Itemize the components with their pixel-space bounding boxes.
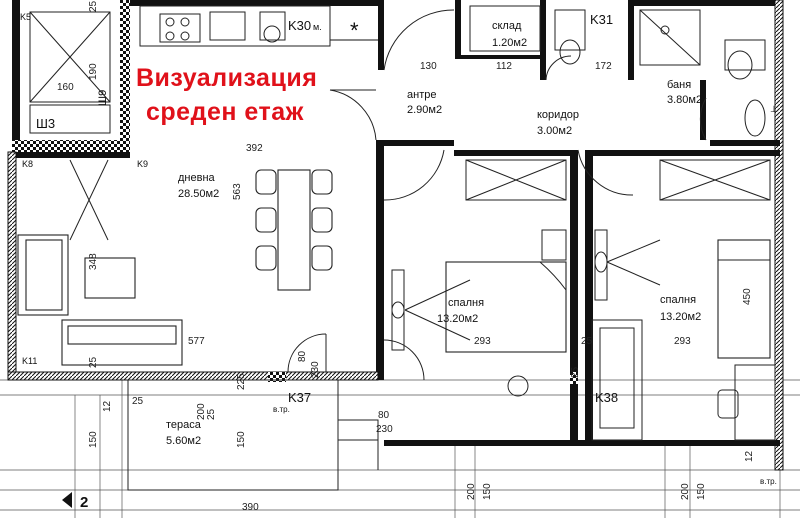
dim-80-door: 80 (297, 350, 308, 362)
tag-sh9: Ш9 (97, 90, 109, 106)
room-bedroom1-area: 13.20м2 (437, 313, 478, 325)
section-marker (62, 492, 72, 508)
room-corridor-area: 3.00м2 (537, 125, 572, 137)
dim-230-door: 230 (310, 361, 321, 378)
dim-130: 130 (420, 61, 437, 72)
dim-293-bedroom2: 293 (674, 336, 691, 347)
tag-k37: K37 (288, 390, 311, 405)
dim-190: 190 (88, 63, 99, 80)
dim-25-terrace: 25 (132, 396, 144, 407)
dim-150-bottom-right: 150 (696, 483, 707, 500)
room-storage-name: склад (492, 20, 522, 32)
dim-200-terrace: 200 (196, 403, 207, 420)
dim-25-k38: 25 (570, 366, 581, 378)
tag-vtr1: в.тр. (273, 405, 290, 414)
terrace-outline (127, 379, 379, 491)
star-icon: * (350, 18, 359, 43)
dim-25-living: 25 (88, 356, 99, 368)
headline-line1: Визуализация (136, 64, 317, 92)
dim-150-terrace: 150 (236, 431, 247, 448)
dim-225: 225 (236, 373, 247, 390)
room-living-area: 28.50м2 (178, 188, 219, 200)
tag-k31: K31 (590, 12, 613, 27)
room-bathroom-area: 3.80м2 (667, 94, 702, 106)
room-corridor-name: коридор (537, 109, 579, 121)
storage-fixtures (469, 5, 586, 81)
dim-392: 392 (246, 143, 263, 154)
dim-12-left: 12 (102, 400, 113, 412)
dim-112: 112 (496, 61, 512, 72)
tag-sh3: Ш3 (36, 116, 55, 131)
room-living-name: дневна (178, 172, 216, 184)
room-storage-area: 1.20м2 (492, 37, 527, 49)
dim-200-bottom-mid: 200 (466, 483, 477, 500)
living-sofas (17, 155, 183, 366)
room-bedroom1-name: спалня (448, 297, 484, 309)
room-bedroom2-area: 13.20м2 (660, 311, 701, 323)
dim-25-terrace-inner: 25 (206, 408, 217, 420)
entrance-door (329, 9, 455, 141)
bedroom2-furniture (570, 159, 776, 441)
dim-172: 172 (595, 61, 612, 72)
elevator-shaft (29, 11, 111, 134)
dining-table (255, 169, 333, 291)
dim-80-terrace: 80 (378, 410, 390, 421)
tag-k8: K8 (22, 159, 33, 169)
bedroom1-furniture (383, 159, 567, 397)
dim-25-bedrooms: 25 (581, 336, 593, 347)
room-terrace-name: тераса (166, 419, 202, 431)
dim-577: 577 (188, 336, 205, 347)
section-number: 2 (80, 494, 88, 511)
tag-k11: K11 (22, 356, 37, 366)
tag-k30: K30 (288, 18, 311, 33)
dim-293-bedroom1: 293 (474, 336, 491, 347)
dim-390: 390 (242, 502, 259, 513)
room-entrance-area: 2.90м2 (407, 104, 442, 116)
dim-25-top: 25 (88, 0, 99, 12)
balcony-door (268, 333, 327, 382)
socket-icon: ⊥ (770, 104, 778, 114)
room-entrance-name: антре (407, 89, 436, 101)
dim-563: 563 (232, 183, 243, 200)
dim-12-right: 12 (744, 450, 755, 462)
tag-vtr2: в.тр. (760, 477, 777, 486)
room-bedroom2-name: спалня (660, 294, 696, 306)
dim-450: 450 (742, 288, 753, 305)
dim-348: 348 (88, 253, 99, 270)
dim-200-bottom-right: 200 (680, 483, 691, 500)
tag-k38: K38 (595, 390, 618, 405)
dim-160: 160 (57, 82, 74, 93)
walls (7, 0, 784, 471)
headline-line2: среден етаж (146, 98, 304, 126)
dim-230-terrace: 230 (376, 424, 393, 435)
corridor-doors (383, 149, 634, 201)
tag-k9: K9 (137, 159, 148, 169)
tag-k5: K5 (20, 12, 31, 22)
tag-corner-m: м. (313, 22, 322, 32)
dim-150-bottom-mid: 150 (482, 483, 493, 500)
kitchen-counter: * (139, 5, 359, 47)
room-terrace-area: 5.60м2 (166, 435, 201, 447)
dim-150-left: 150 (88, 431, 99, 448)
bathroom-fixtures: ⊥ (639, 9, 778, 141)
room-bathroom-name: баня (667, 79, 691, 91)
